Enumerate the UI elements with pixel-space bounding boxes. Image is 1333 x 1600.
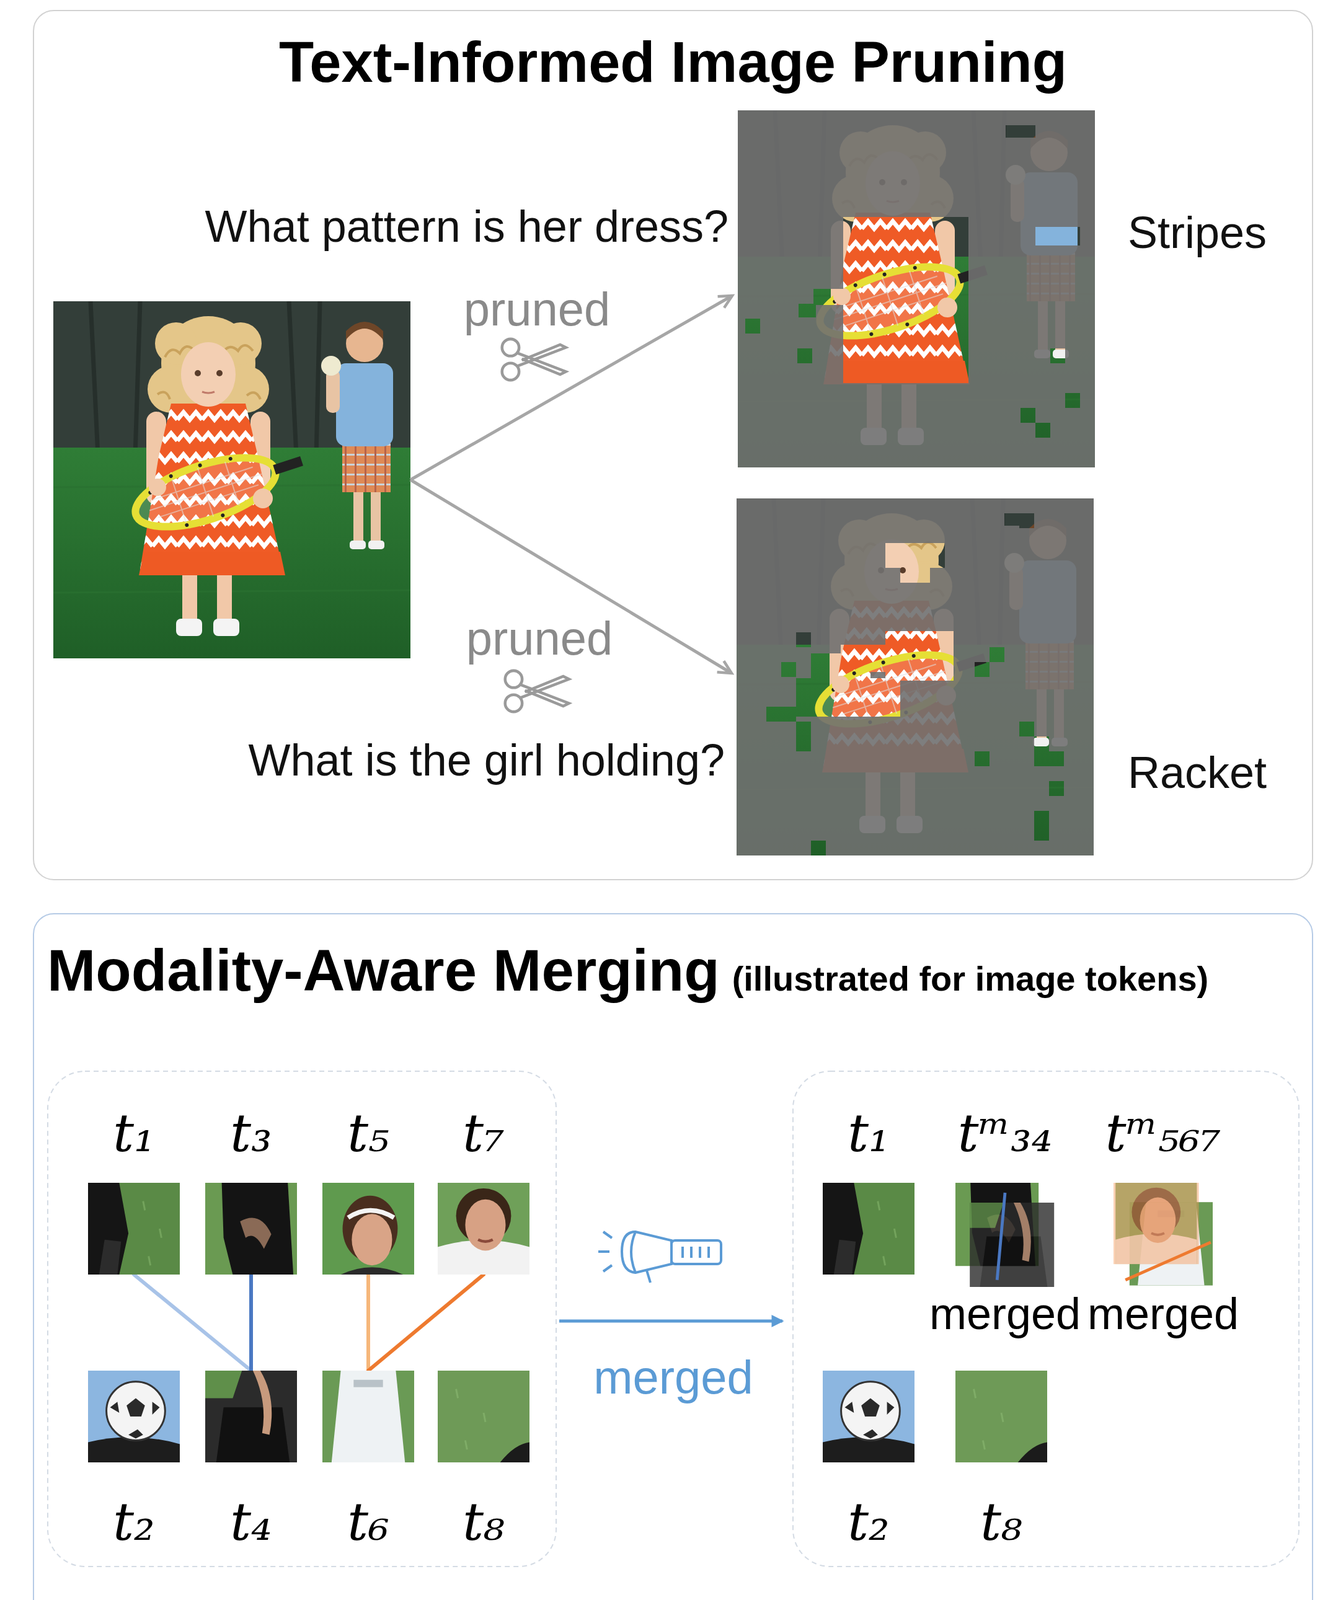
token-image [955, 1182, 1055, 1288]
token-tile: t₂ [822, 1370, 915, 1463]
token-label: t₂ [723, 1493, 1014, 1551]
annotation-label: pruned [463, 282, 611, 337]
token-label: t₇ [338, 1104, 629, 1162]
annotation-label: What pattern is her dress? [205, 200, 729, 253]
token-image [822, 1182, 915, 1275]
megaphone-icon [598, 1231, 722, 1283]
token-image [822, 1370, 915, 1463]
token-label: t₈ [856, 1493, 1147, 1551]
token-tile: t₂ [88, 1370, 180, 1463]
token-tile: t₅ [322, 1182, 415, 1275]
token-image [88, 1182, 180, 1275]
scissors-icon [505, 670, 570, 712]
token-label: tᵐ₅₆₇ [1011, 1104, 1316, 1162]
token-image [322, 1182, 415, 1275]
connector [251, 1274, 252, 1371]
merged-note: merged [1011, 1288, 1316, 1340]
annotation-label: Racket [1127, 747, 1267, 799]
connector-line [366, 1274, 371, 1371]
connector [133, 1274, 252, 1371]
panel-box: Modality-Aware Merging (illustrated for i… [32, 913, 1314, 1600]
pruned-image [737, 110, 1095, 468]
token-tile: tᵐ₅₆₇merged [1110, 1182, 1216, 1288]
token-tile: tᵐ₃₄merged [955, 1182, 1055, 1288]
token-image [955, 1370, 1048, 1463]
token-tile: t₈ [437, 1370, 530, 1463]
annotation-label: pruned [466, 611, 614, 666]
annotation-label: merged [593, 1350, 754, 1405]
connector-line [368, 1274, 484, 1371]
token-tile: t₇ [437, 1182, 530, 1275]
token-tile: t₁ [822, 1182, 915, 1275]
token-tile: t₆ [322, 1370, 415, 1463]
panel-title-row: Modality-Aware Merging (illustrated for i… [47, 937, 1209, 1005]
input-photo [53, 301, 411, 659]
token-tile: t₄ [205, 1370, 297, 1463]
connector-line [133, 1274, 252, 1371]
pruned-image [736, 498, 1094, 856]
token-tile: t₈ [955, 1370, 1048, 1463]
panel-title: Modality-Aware Merging [47, 937, 720, 1005]
panel-subtitle: (illustrated for image tokens) [732, 959, 1209, 999]
scissors-icon [502, 339, 567, 381]
annotation-label: What is the girl holding? [248, 734, 725, 787]
token-image [437, 1370, 530, 1463]
annotation-label: Stripes [1127, 207, 1267, 259]
connector [368, 1274, 369, 1371]
token-image [88, 1370, 180, 1463]
panel-title: Text-Informed Image Pruning [34, 29, 1312, 96]
connector-line [249, 1274, 253, 1371]
token-image [205, 1370, 297, 1463]
connector [368, 1274, 484, 1371]
token-tile: t₃ [205, 1182, 297, 1275]
pruning-arrow [410, 295, 733, 674]
token-image [205, 1182, 297, 1275]
token-image [437, 1182, 530, 1275]
merge-arrow [559, 1319, 783, 1324]
token-label: t₈ [338, 1493, 629, 1551]
token-image [1110, 1182, 1216, 1288]
token-image [322, 1370, 415, 1463]
token-tile: t₁ [88, 1182, 180, 1275]
